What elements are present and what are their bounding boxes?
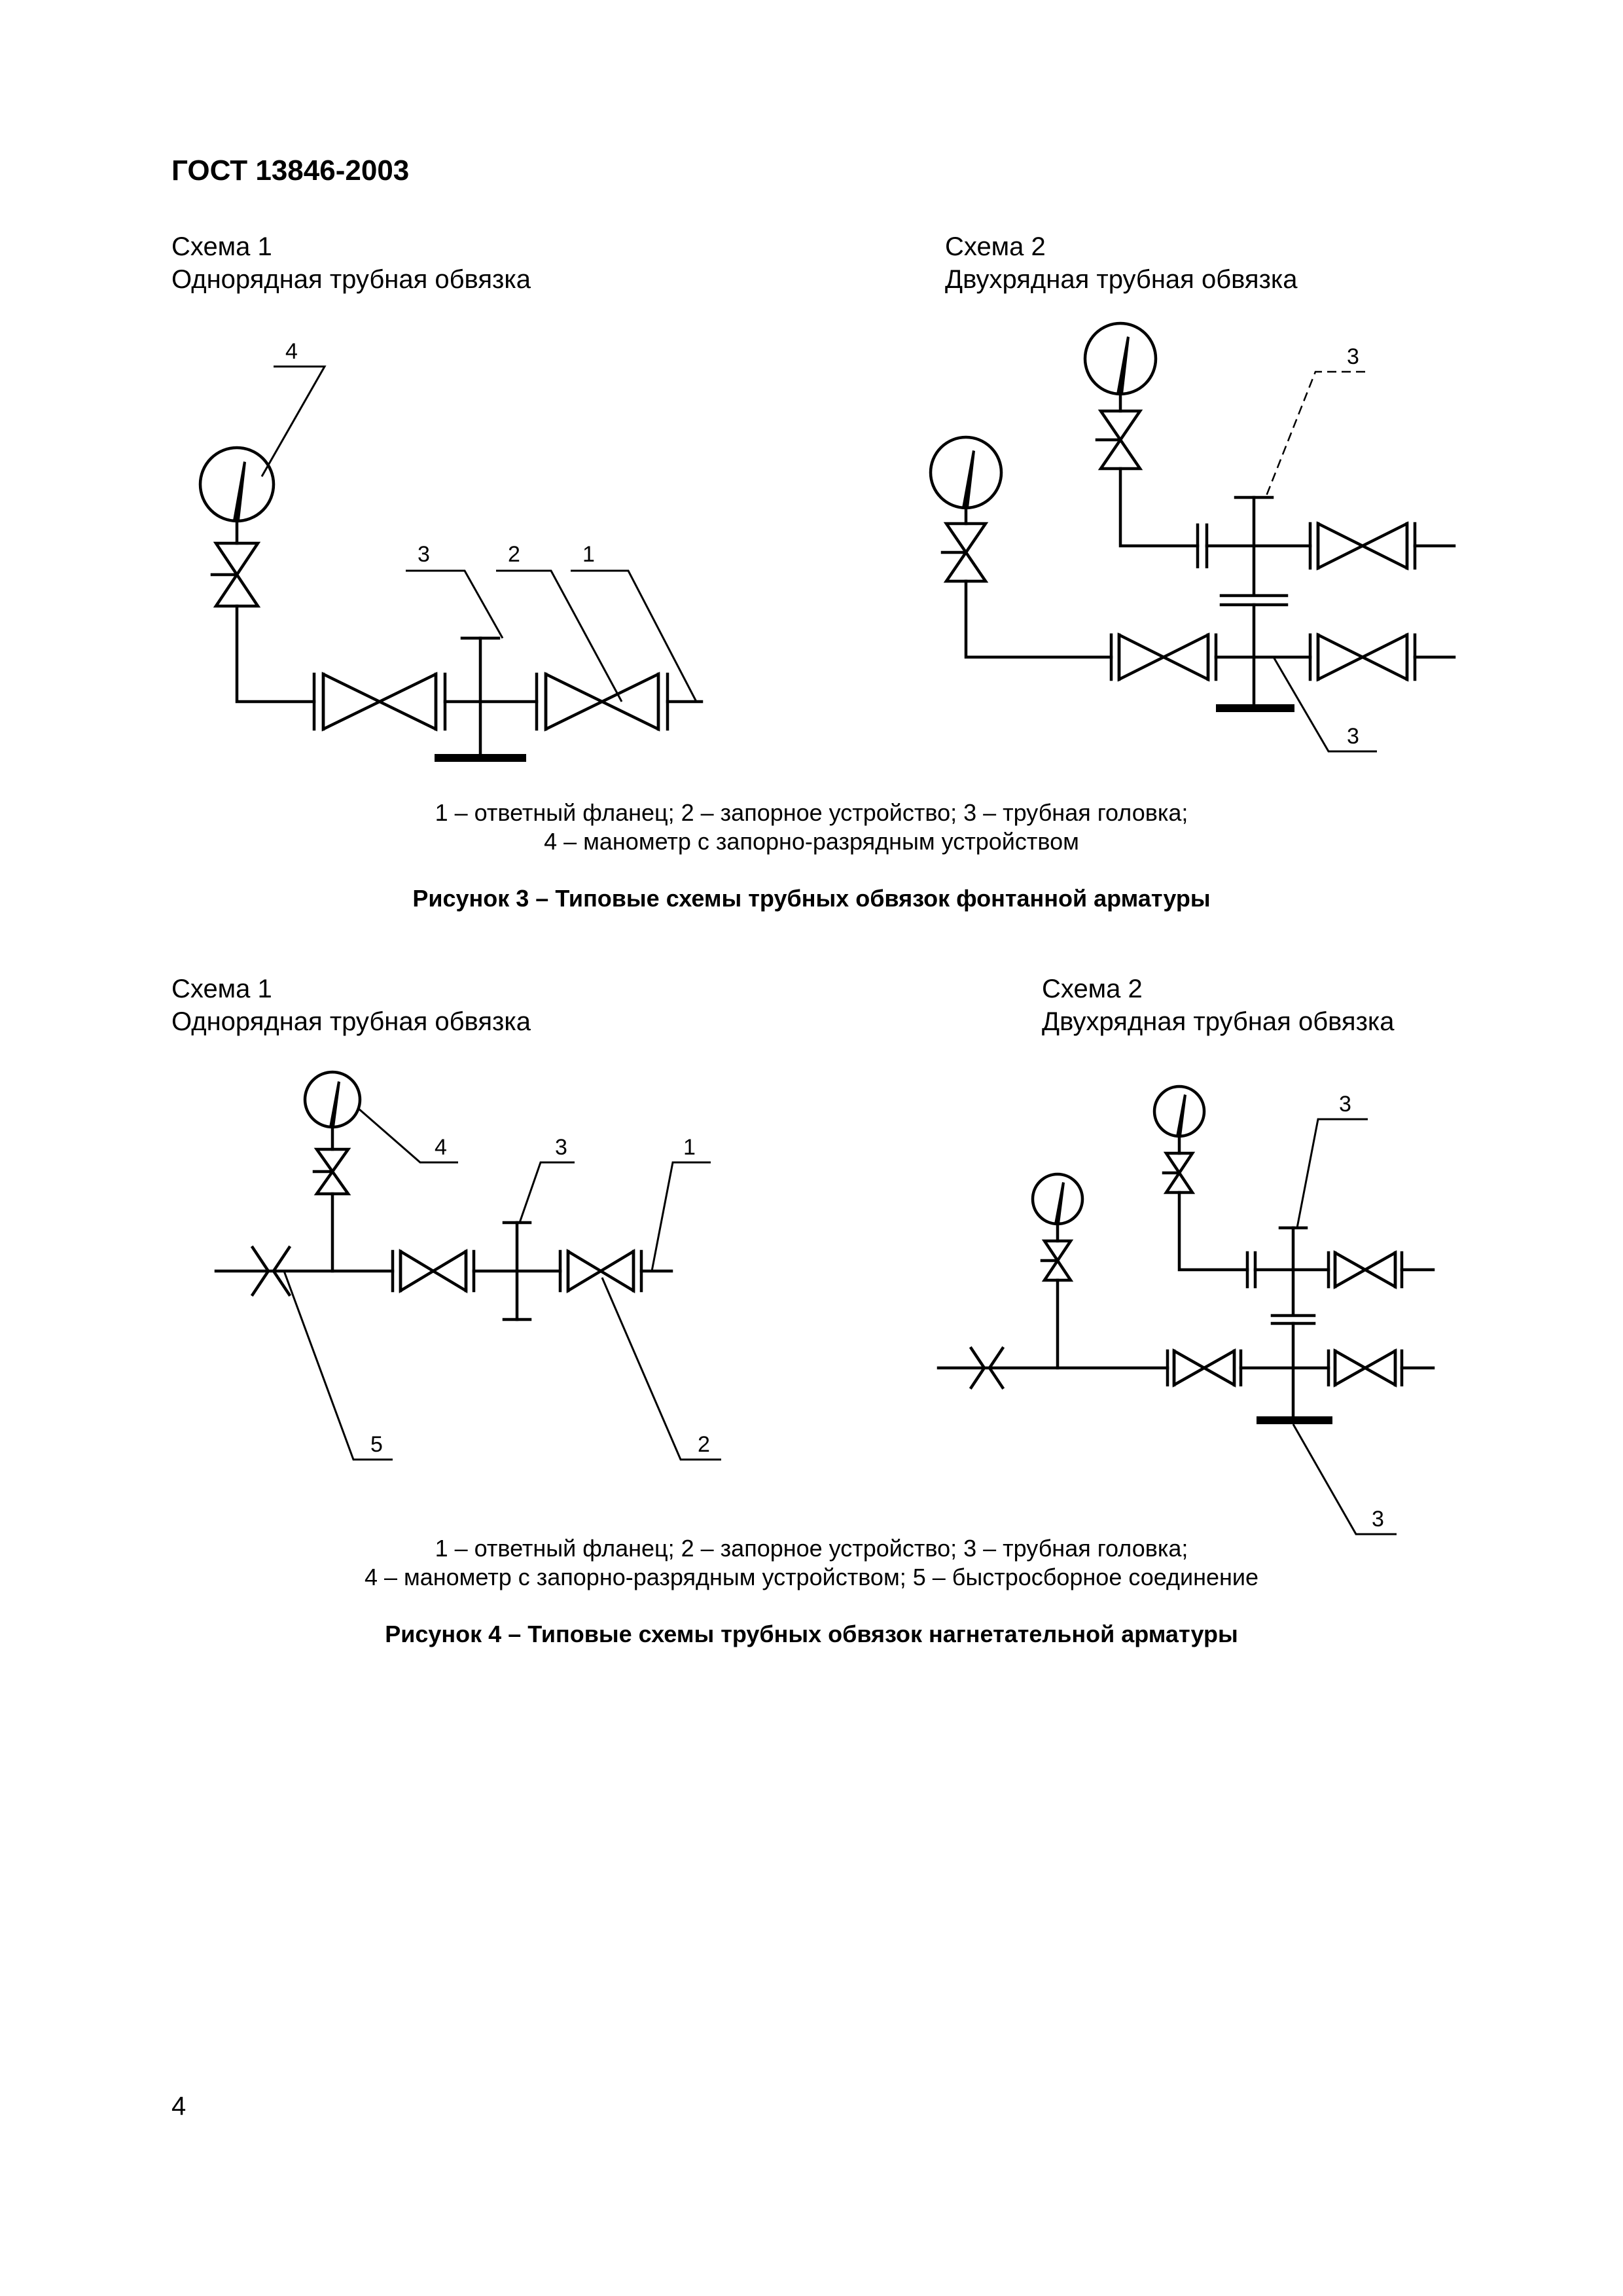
manometer-gauge-icon xyxy=(1031,1172,1084,1243)
tubing-head-icon xyxy=(435,636,526,762)
shutoff-valve-icon xyxy=(1333,1348,1397,1388)
callout-label-1: 1 xyxy=(683,1135,696,1160)
callout-label-1: 1 xyxy=(582,542,595,567)
fig4-scheme1-subtitle: Однорядная трубная обвязка xyxy=(171,1007,531,1036)
callout-label-4: 4 xyxy=(285,339,298,364)
fig4-caption: Рисунок 4 – Типовые схемы трубных обвязо… xyxy=(385,1621,1238,1647)
fig4-legend-line1: 1 – ответный фланец; 2 – запорное устрой… xyxy=(435,1535,1188,1562)
fig4-scheme2-title: Схема 2 xyxy=(1042,975,1143,1003)
fig3-scheme1-title: Схема 1 xyxy=(171,232,272,261)
fig3-legend-line2: 4 – манометр с запорно-разрядным устройс… xyxy=(544,828,1079,855)
callout-label-3: 3 xyxy=(1339,1092,1351,1117)
gauge-shutoff-valve-icon xyxy=(1162,1151,1196,1194)
callout-label-2: 2 xyxy=(508,542,520,567)
shutoff-valve-icon xyxy=(1172,1348,1236,1388)
fig4-legend: 1 – ответный фланец; 2 – запорное устрой… xyxy=(0,1534,1623,1592)
fig3-scheme1-subtitle: Однорядная трубная обвязка xyxy=(171,265,531,294)
fig3-legend-line1: 1 – ответный фланец; 2 – запорное устрой… xyxy=(435,799,1188,826)
tubing-head-icon xyxy=(502,1221,532,1321)
fig3-scheme1-heading: Схема 1 Однорядная трубная обвязка xyxy=(171,230,531,296)
shutoff-valve-icon xyxy=(1333,1250,1397,1289)
manometer-gauge-icon xyxy=(198,446,276,545)
callout-label-3: 3 xyxy=(418,542,430,567)
callout-label-5: 5 xyxy=(370,1432,383,1457)
fig3-legend: 1 – ответный фланец; 2 – запорное устрой… xyxy=(0,798,1623,856)
fig3-scheme2-heading: Схема 2 Двухрядная трубная обвязка xyxy=(945,230,1298,296)
manometer-gauge-icon xyxy=(1152,1085,1206,1155)
fig3-scheme2-title: Схема 2 xyxy=(945,232,1046,261)
quick-connector-icon xyxy=(936,1346,1169,1390)
manometer-gauge-icon xyxy=(303,1070,362,1151)
quick-connector-icon xyxy=(214,1245,395,1297)
document-code: ГОСТ 13846-2003 xyxy=(171,154,410,187)
manometer-gauge-icon xyxy=(1083,321,1158,413)
callout-label-3: 3 xyxy=(555,1135,567,1160)
fig4-scheme2-heading: Схема 2 Двухрядная трубная обвязка xyxy=(1042,973,1395,1038)
fig4-scheme1-title: Схема 1 xyxy=(171,975,272,1003)
fig4-scheme2-subtitle: Двухрядная трубная обвязка xyxy=(1042,1007,1395,1036)
fig3-scheme2-subtitle: Двухрядная трубная обвязка xyxy=(945,265,1298,294)
manometer-gauge-icon xyxy=(929,435,1003,526)
fig3-caption: Рисунок 3 – Типовые схемы трубных обвязо… xyxy=(412,885,1211,912)
gauge-shutoff-valve-icon xyxy=(1040,1239,1074,1282)
page-number: 4 xyxy=(171,2092,187,2121)
callout-label-3: 3 xyxy=(1347,344,1359,369)
callout-label-4: 4 xyxy=(435,1135,447,1160)
callout-label-2: 2 xyxy=(698,1432,710,1457)
callout-label-3: 3 xyxy=(1372,1507,1384,1532)
fig4-scheme1-heading: Схема 1 Однорядная трубная обвязка xyxy=(171,973,531,1038)
callout-label-3: 3 xyxy=(1347,724,1359,749)
fig4-legend-line2: 4 – манометр с запорно-разрядным устройс… xyxy=(364,1564,1259,1590)
